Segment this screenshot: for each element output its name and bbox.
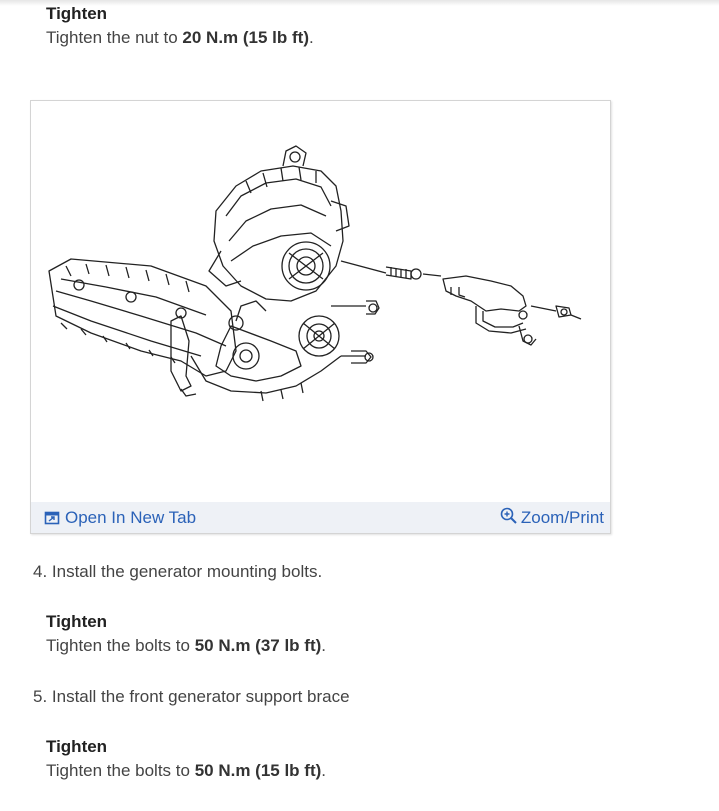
tighten-instruction: Tighten the bolts to 50 N.m (15 lb ft).: [46, 759, 326, 783]
tighten-instruction: Tighten the nut to 20 N.m (15 lb ft).: [46, 26, 314, 50]
figure-toolbar: Open In New Tab Zoom/Print: [31, 502, 610, 533]
torque-value: 50 N.m (15 lb ft): [194, 761, 322, 780]
open-in-new-tab-link[interactable]: Open In New Tab: [44, 507, 196, 529]
tighten-heading: Tighten: [46, 737, 108, 756]
tighten-prefix: Tighten the nut to: [46, 28, 183, 47]
tighten-prefix: Tighten the bolts to: [46, 761, 195, 780]
torque-value: 50 N.m (37 lb ft): [194, 636, 322, 655]
zoom-in-icon: [500, 507, 517, 524]
open-in-new-tab-icon: [44, 511, 60, 525]
tighten-heading: Tighten: [46, 4, 108, 23]
generator-installation-illustration: [48, 145, 582, 402]
tighten-suffix: .: [309, 28, 314, 47]
tighten-spec-step-4: Tighten Tighten the bolts to 50 N.m (37 …: [46, 610, 326, 658]
top-edge-shadow: [0, 0, 719, 6]
tighten-suffix: .: [321, 761, 327, 780]
figure-card: Open In New Tab Zoom/Print: [30, 100, 611, 534]
zoom-print-label: Zoom/Print: [520, 508, 604, 527]
tighten-prefix: Tighten the bolts to: [46, 636, 195, 655]
zoom-print-link[interactable]: Zoom/Print: [500, 507, 604, 529]
step-5: 5. Install the front generator support b…: [33, 687, 350, 706]
tighten-heading: Tighten: [46, 612, 108, 631]
tighten-suffix: .: [321, 636, 327, 655]
tighten-instruction: Tighten the bolts to 50 N.m (37 lb ft).: [46, 634, 326, 658]
step-4: 4. Install the generator mounting bolts.: [33, 562, 323, 581]
tighten-spec-nut: Tighten Tighten the nut to 20 N.m (15 lb…: [46, 2, 314, 50]
open-in-new-tab-label: Open In New Tab: [65, 508, 197, 527]
tighten-spec-step-5: Tighten Tighten the bolts to 50 N.m (15 …: [46, 735, 326, 783]
torque-value: 20 N.m (15 lb ft): [182, 28, 310, 47]
